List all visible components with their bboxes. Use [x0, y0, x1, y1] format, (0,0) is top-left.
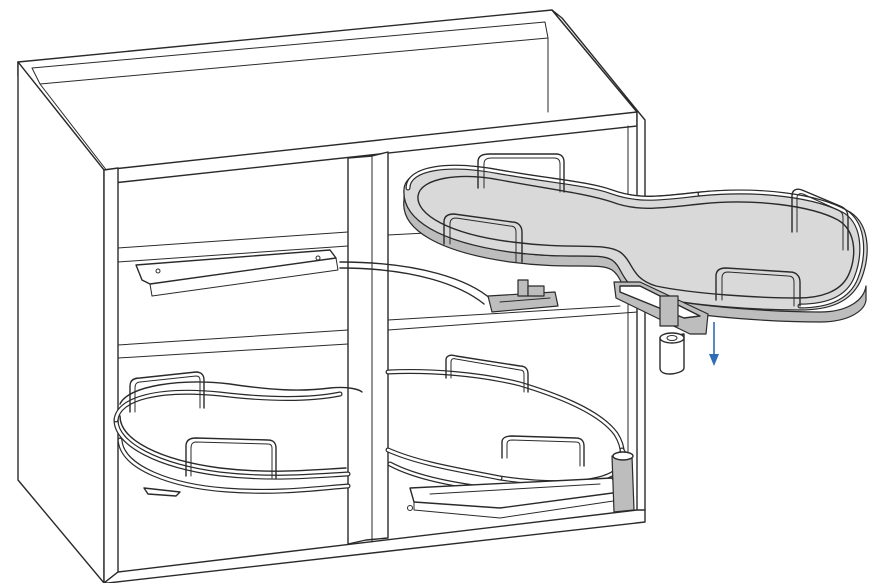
upper-mounting-bracket [135, 249, 339, 297]
cabinet-left-panel [17, 61, 105, 583]
upper-tray-front-handle [443, 213, 523, 263]
down-arrow-icon [709, 322, 719, 366]
cabinet-carcass [17, 9, 646, 583]
upper-arm-post [659, 333, 685, 375]
upper-swing-arm [613, 281, 709, 375]
upper-tray-back-handle [477, 153, 565, 193]
upper-slide-mechanism [487, 279, 559, 313]
lower-right-tray [385, 354, 635, 519]
cabinet-left-stile [103, 167, 119, 583]
upper-tray-front-right-handle [715, 267, 801, 307]
lower-left-tray [113, 371, 363, 497]
upper-tray-right-handle [791, 188, 849, 251]
cabinet-center-divider [347, 151, 389, 545]
upper-guide-arc [339, 261, 493, 305]
cabinet-top-panel [17, 9, 638, 171]
